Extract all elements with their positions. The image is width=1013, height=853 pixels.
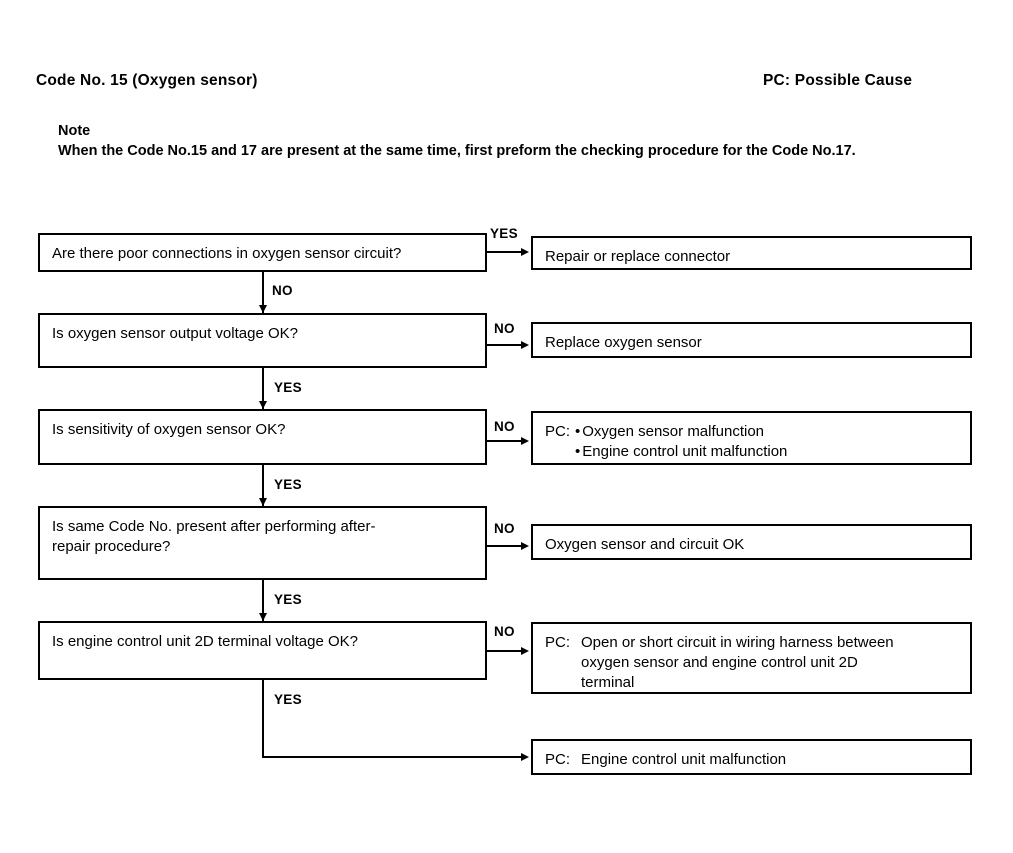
arrowhead-3-right [521, 437, 529, 445]
question-box-1[interactable]: Are there poor connections in oxygen sen… [38, 233, 487, 272]
edge-label-5-yes: YES [274, 692, 302, 707]
result-box-1[interactable]: Repair or replace connector [531, 236, 972, 270]
pc-prefix-3: PC: [545, 423, 571, 440]
question-box-4[interactable]: Is same Code No. present after performin… [38, 506, 487, 580]
edge-label-1-no: NO [272, 283, 293, 298]
connector-2-down [262, 368, 264, 409]
pc-prefix-5: PC: [545, 634, 571, 651]
pc-item-3-2: Engine control unit malfunction [575, 442, 962, 462]
result-text-1: Repair or replace connector [545, 248, 731, 265]
arrowhead-3-down [259, 498, 267, 506]
edge-label-4-yes: YES [274, 592, 302, 607]
connector-3-to-result [487, 440, 523, 442]
pc-list-final: Engine control unit malfunction [581, 750, 962, 770]
connector-1-down [262, 272, 264, 313]
arrowhead-5-right [521, 647, 529, 655]
result-box-4[interactable]: Oxygen sensor and circuit OK [531, 524, 972, 560]
question-text-3: Is sensitivity of oxygen sensor OK? [52, 421, 286, 438]
result-box-5[interactable]: PC: Open or short circuit in wiring harn… [531, 622, 972, 694]
connector-5-down [262, 680, 264, 758]
arrowhead-2-down [259, 401, 267, 409]
legend-possible-cause: PC: Possible Cause [763, 72, 913, 89]
pc-item-3-1: Oxygen sensor malfunction [575, 422, 962, 442]
connector-3-down [262, 465, 264, 506]
edge-label-2-no: NO [494, 321, 515, 336]
question-text-2: Is oxygen sensor output voltage OK? [52, 325, 298, 342]
arrowhead-4-down [259, 613, 267, 621]
edge-label-5-no: NO [494, 624, 515, 639]
connector-5-to-result [487, 650, 523, 652]
arrowhead-final-right [521, 753, 529, 761]
question-text-5: Is engine control unit 2D terminal volta… [52, 633, 358, 650]
arrowhead-1-down [259, 305, 267, 313]
result-text-4: Oxygen sensor and circuit OK [545, 536, 745, 553]
edge-label-2-yes: YES [274, 380, 302, 395]
question-box-2[interactable]: Is oxygen sensor output voltage OK? [38, 313, 487, 368]
edge-label-4-no: NO [494, 521, 515, 536]
arrowhead-4-right [521, 542, 529, 550]
edge-label-3-yes: YES [274, 477, 302, 492]
note-block: Note When the Code No.15 and 17 are pres… [58, 121, 978, 161]
edge-label-3-no: NO [494, 419, 515, 434]
connector-2-to-result [487, 344, 523, 346]
result-box-3[interactable]: PC: Oxygen sensor malfunction Engine con… [531, 411, 972, 465]
page-title: Code No. 15 (Oxygen sensor) [36, 72, 258, 89]
pc-list-5: Open or short circuit in wiring harness … [581, 633, 962, 693]
question-box-5[interactable]: Is engine control unit 2D terminal volta… [38, 621, 487, 680]
question-text-1: Are there poor connections in oxygen sen… [52, 245, 402, 262]
pc-item-final: Engine control unit malfunction [581, 751, 787, 768]
pc-item-5-1: Open or short circuit in wiring harness … [581, 634, 894, 691]
result-text-2: Replace oxygen sensor [545, 334, 702, 351]
pc-list-3: Oxygen sensor malfunction Engine control… [575, 422, 962, 462]
question-box-3[interactable]: Is sensitivity of oxygen sensor OK? [38, 409, 487, 465]
arrowhead-1-right [521, 248, 529, 256]
connector-final-horizontal [262, 756, 523, 758]
note-body: When the Code No.15 and 17 are present a… [58, 143, 856, 159]
connector-1-to-result [487, 251, 523, 253]
result-box-2[interactable]: Replace oxygen sensor [531, 322, 972, 358]
connector-4-to-result [487, 545, 523, 547]
connector-4-down [262, 580, 264, 621]
final-result-box[interactable]: PC: Engine control unit malfunction [531, 739, 972, 775]
pc-prefix-final: PC: [545, 751, 571, 768]
note-title: Note [58, 123, 91, 139]
question-text-4: Is same Code No. present after performin… [52, 518, 376, 555]
edge-label-1-yes: YES [490, 226, 518, 241]
arrowhead-2-right [521, 341, 529, 349]
